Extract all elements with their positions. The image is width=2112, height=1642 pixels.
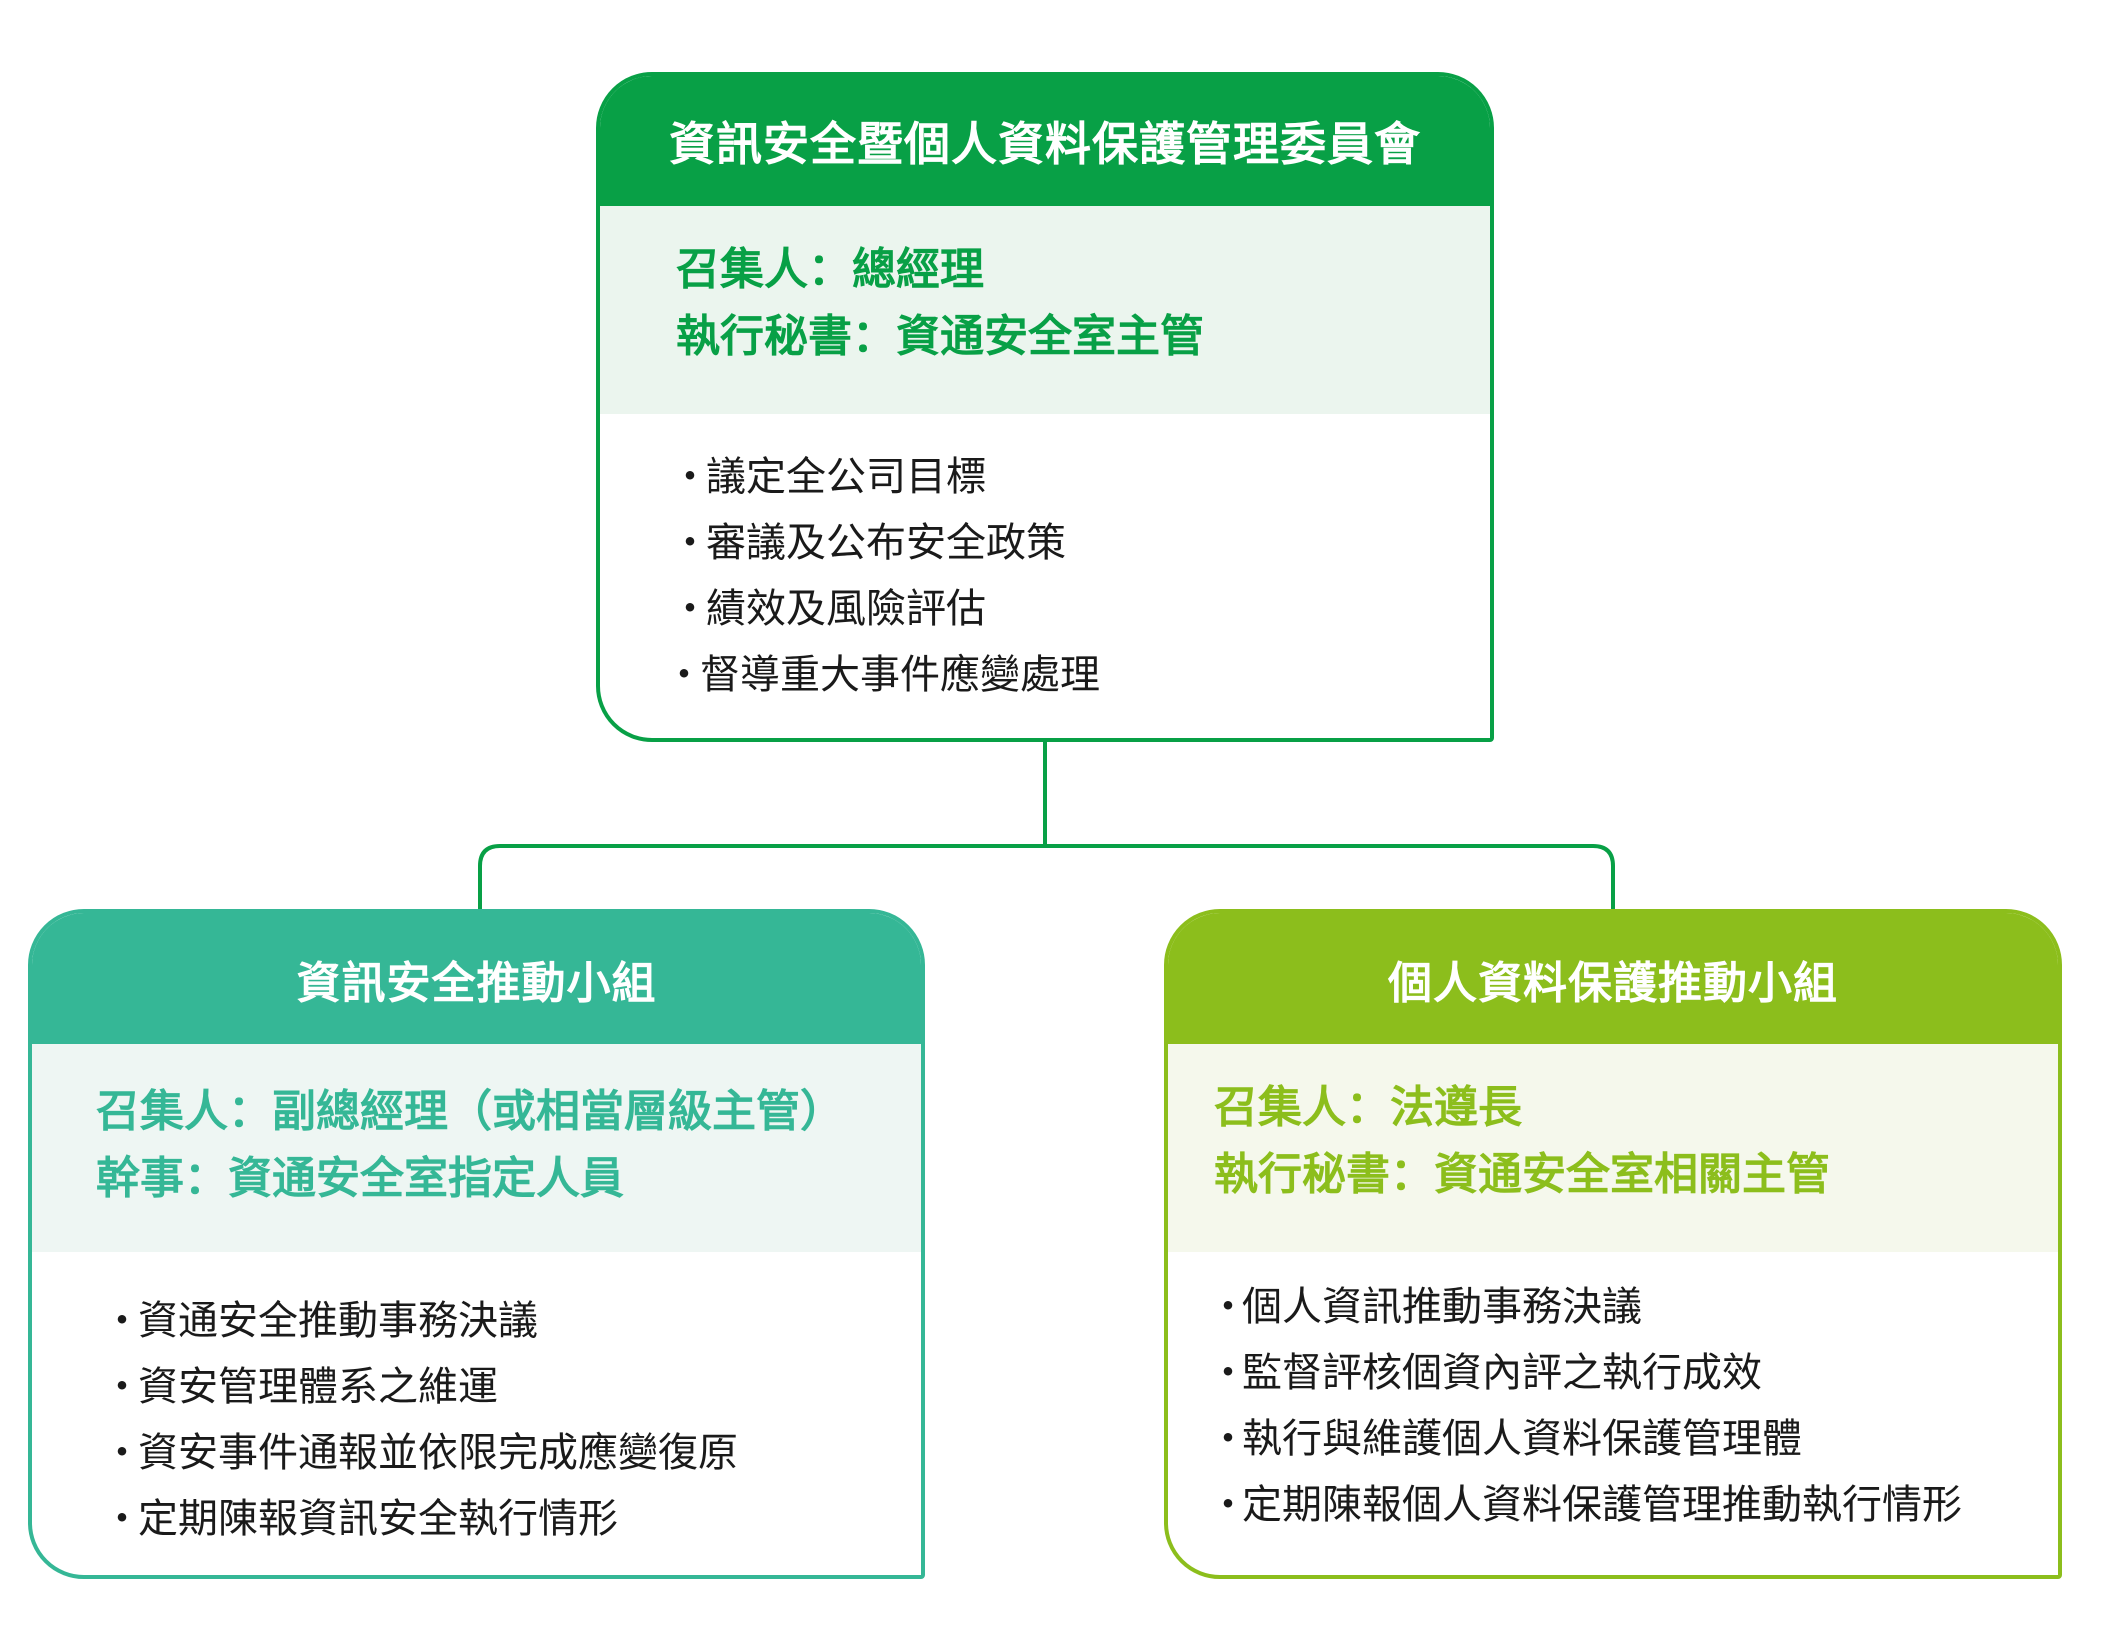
committee-convener: 召集人：總經理 [676,244,984,295]
duty-text: 定期陳報個人資料保護管理推動執行情形 [1242,1482,1962,1528]
bullet-icon: ・ [670,454,710,500]
bullet-icon: ・ [670,520,710,566]
duty-item: ・個人資訊推動事務決議 [1208,1274,2058,1340]
duty-text: 資安事件通報並依限完成應變復原 [138,1430,738,1476]
duty-item: ・資安管理體系之維運 [102,1354,921,1420]
duty-item: ・督導重大事件應變處理 [664,642,1490,708]
committee-roles: 召集人：總經理 執行秘書：資通安全室主管 [600,206,1490,414]
bullet-icon: ・ [1208,1284,1248,1330]
infosec-group-roles: 召集人：副總經理（或相當層級主管） 幹事：資通安全室指定人員 [32,1044,921,1252]
privacy-group-duties: ・個人資訊推動事務決議 ・監督評核個資內評之執行成效 ・執行與維護個人資料保護管… [1168,1252,2058,1538]
privacy-group-title: 個人資料保護推動小組 [1168,913,2058,1044]
connector-branch [478,844,1615,909]
bullet-icon: ・ [664,652,704,698]
duty-text: 資安管理體系之維運 [138,1364,498,1410]
committee-title: 資訊安全暨個人資料保護管理委員會 [600,76,1490,206]
duty-item: ・資安事件通報並依限完成應變復原 [102,1420,921,1486]
duty-text: 績效及風險評估 [706,586,986,632]
duty-item: ・執行與維護個人資料保護管理體 [1208,1406,2058,1472]
duty-item: ・監督評核個資內評之執行成效 [1208,1340,2058,1406]
duty-item: ・資通安全推動事務決議 [102,1288,921,1354]
duty-text: 個人資訊推動事務決議 [1242,1284,1642,1330]
bullet-icon: ・ [1208,1350,1248,1396]
duty-text: 資通安全推動事務決議 [138,1298,538,1344]
bullet-icon: ・ [102,1364,142,1410]
duty-text: 定期陳報資訊安全執行情形 [138,1496,618,1542]
duty-item: ・定期陳報資訊安全執行情形 [102,1486,921,1552]
bullet-icon: ・ [102,1496,142,1542]
committee-card: 資訊安全暨個人資料保護管理委員會 召集人：總經理 執行秘書：資通安全室主管 ・議… [596,72,1494,742]
duty-text: 執行與維護個人資料保護管理體 [1242,1416,1802,1462]
committee-secretary: 執行秘書：資通安全室主管 [676,311,1204,362]
committee-duties: ・議定全公司目標 ・審議及公布安全政策 ・績效及風險評估 ・督導重大事件應變處理 [600,414,1490,708]
duty-text: 審議及公布安全政策 [706,520,1066,566]
bullet-icon: ・ [670,586,710,632]
infosec-convener: 召集人：副總經理（或相當層級主管） [96,1086,844,1137]
infosec-group-title: 資訊安全推動小組 [32,913,921,1044]
duty-text: 督導重大事件應變處理 [700,652,1100,698]
bullet-icon: ・ [1208,1482,1248,1528]
infosec-group-duties: ・資通安全推動事務決議 ・資安管理體系之維運 ・資安事件通報並依限完成應變復原 … [32,1252,921,1552]
bullet-icon: ・ [1208,1416,1248,1462]
duty-item: ・績效及風險評估 [670,576,1490,642]
duty-text: 監督評核個資內評之執行成效 [1242,1350,1762,1396]
infosec-officer: 幹事：資通安全室指定人員 [96,1153,624,1204]
privacy-group-card: 個人資料保護推動小組 召集人：法遵長 執行秘書：資通安全室相關主管 ・個人資訊推… [1164,909,2062,1579]
bullet-icon: ・ [102,1298,142,1344]
duty-item: ・定期陳報個人資料保護管理推動執行情形 [1208,1472,2058,1538]
bullet-icon: ・ [102,1430,142,1476]
duty-text: 議定全公司目標 [706,454,986,500]
privacy-group-roles: 召集人：法遵長 執行秘書：資通安全室相關主管 [1168,1044,2058,1252]
duty-item: ・議定全公司目標 [670,444,1490,510]
infosec-group-card: 資訊安全推動小組 召集人：副總經理（或相當層級主管） 幹事：資通安全室指定人員 … [28,909,925,1579]
duty-item: ・審議及公布安全政策 [670,510,1490,576]
privacy-convener: 召集人：法遵長 [1214,1082,1522,1133]
privacy-secretary: 執行秘書：資通安全室相關主管 [1214,1149,1830,1200]
